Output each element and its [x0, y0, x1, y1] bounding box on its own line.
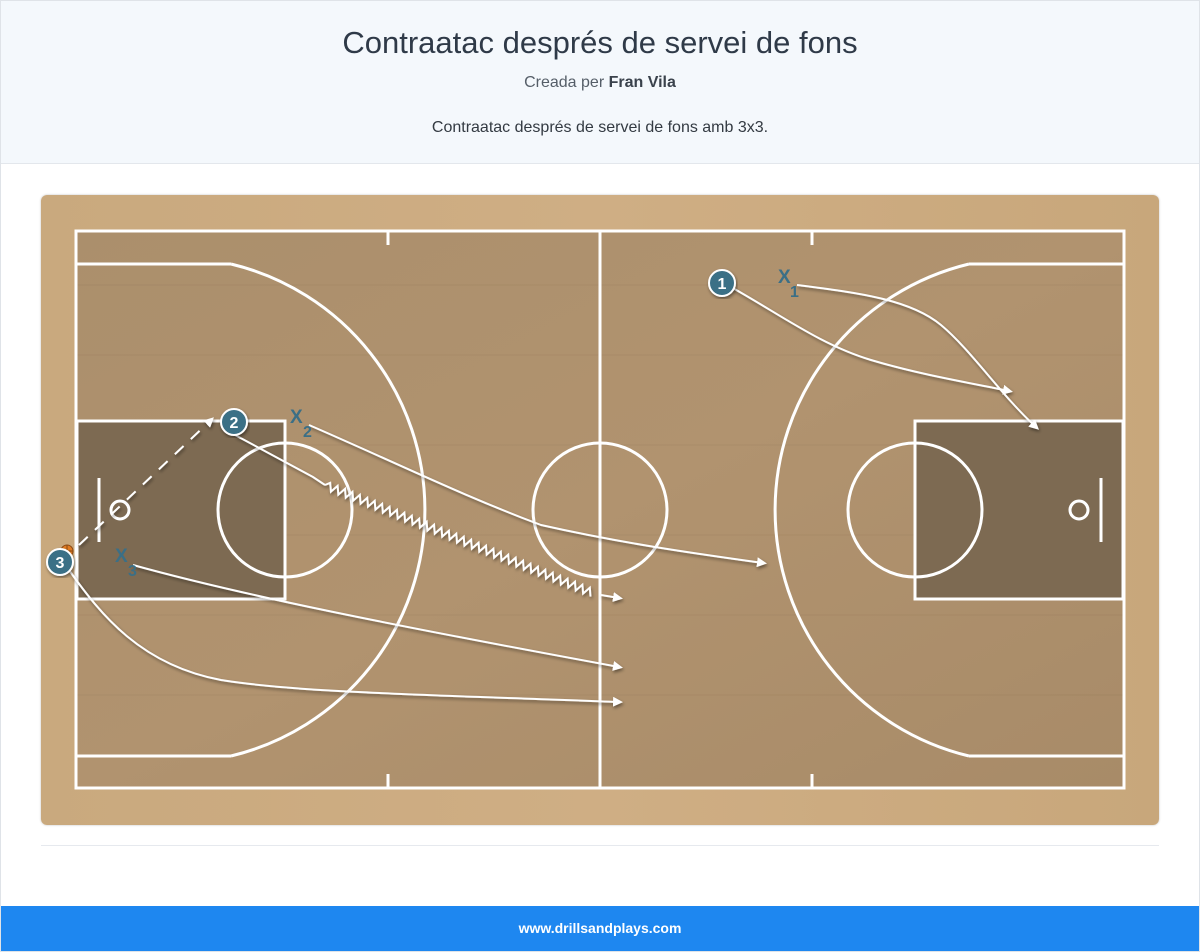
player-1-cut: [730, 286, 1013, 395]
defenders: X 1 X 2 X 3: [115, 267, 799, 580]
page-title: Contraatac després de servei de fons: [342, 25, 858, 60]
author-name: Fran Vila: [608, 74, 676, 91]
drill-header: Contraatac després de servei de fons Cre…: [1, 1, 1199, 164]
player-2-dribble-start: [234, 434, 326, 486]
court-lines: [74, 229, 1126, 790]
player-2-dribble: [324, 481, 592, 597]
court-svg: 1 2 3 X 1 X 2 X 3: [41, 195, 1159, 825]
player-1: 1: [708, 269, 736, 297]
player-2-dribble-end: [600, 592, 623, 602]
defender-1-path: [796, 284, 1039, 430]
play-movements: [68, 284, 1039, 707]
defender-2-path: [308, 424, 767, 568]
defender-2-x: X: [290, 407, 303, 428]
defender-3-x: X: [115, 546, 128, 567]
drill-description: Contraatac després de servei de fons amb…: [431, 119, 769, 136]
defender-3-number: 3: [128, 563, 137, 580]
court-diagram: 1 2 3 X 1 X 2 X 3: [41, 195, 1159, 825]
inbound-pass: [78, 417, 214, 546]
author-prefix: Creada per: [524, 74, 605, 91]
content-divider: [41, 845, 1159, 846]
right-key: [915, 421, 1123, 599]
player-3-cut: [68, 569, 623, 707]
defender-1-number: 1: [790, 284, 799, 301]
player-2: 2: [220, 408, 248, 436]
player-3-label: 3: [56, 555, 65, 572]
player-2-label: 2: [230, 415, 239, 432]
author-line: Creada per Fran Vila: [1, 74, 1199, 92]
defender-2-number: 2: [303, 424, 312, 441]
defender-3-path: [132, 564, 623, 671]
defender-1-x: X: [778, 267, 791, 288]
player-1-label: 1: [718, 276, 727, 293]
site-footer: www.drillsandplays.com: [1, 906, 1199, 951]
player-3: 3: [46, 548, 74, 576]
footer-site-link[interactable]: www.drillsandplays.com: [518, 920, 682, 936]
